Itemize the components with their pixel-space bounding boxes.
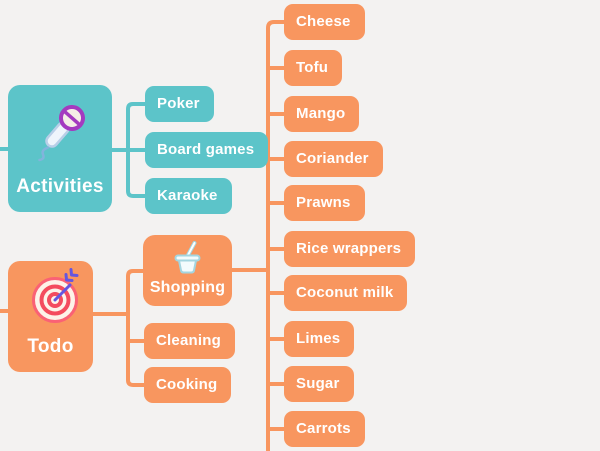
node-label: Cooking <box>156 376 218 393</box>
node-karaoke[interactable]: Karaoke <box>145 178 232 214</box>
node-label: Activities <box>16 176 104 197</box>
node-cleaning[interactable]: Cleaning <box>144 323 235 359</box>
node-cooking[interactable]: Cooking <box>144 367 232 403</box>
node-board-games[interactable]: Board games <box>145 132 269 168</box>
node-label: Coconut milk <box>296 284 394 301</box>
node-tofu[interactable]: Tofu <box>284 50 343 86</box>
node-label: Shopping <box>149 279 226 296</box>
node-label: Sugar <box>296 375 340 392</box>
node-label: Rice wrappers <box>296 240 402 257</box>
node-mango[interactable]: Mango <box>284 96 360 132</box>
node-label: Cheese <box>296 13 351 30</box>
node-coriander[interactable]: Coriander <box>284 141 383 177</box>
node-limes[interactable]: Limes <box>284 321 355 357</box>
node-label: Board games <box>157 141 255 158</box>
node-todo[interactable]: Todo <box>8 261 93 372</box>
node-label: Coriander <box>296 150 369 167</box>
node-label: Poker <box>157 95 200 112</box>
node-shopping[interactable]: Shopping <box>143 235 232 306</box>
target-icon <box>32 268 79 323</box>
node-label: Carrots <box>296 420 351 437</box>
node-label: Tofu <box>296 59 329 76</box>
node-prawns[interactable]: Prawns <box>284 185 365 221</box>
node-label: Prawns <box>296 194 351 211</box>
node-rice-wrappers[interactable]: Rice wrappers <box>284 231 416 267</box>
basket-icon <box>174 241 201 274</box>
node-label: Mango <box>296 105 346 122</box>
node-coconut-milk[interactable]: Coconut milk <box>284 275 408 311</box>
node-label: Todo <box>27 336 74 357</box>
node-label: Karaoke <box>157 187 218 204</box>
node-sugar[interactable]: Sugar <box>284 366 354 402</box>
microphone-icon <box>38 105 85 162</box>
node-label: Limes <box>296 330 341 347</box>
node-label: Cleaning <box>156 332 221 349</box>
node-activities[interactable]: Activities <box>8 85 112 212</box>
node-carrots[interactable]: Carrots <box>284 411 365 447</box>
node-poker[interactable]: Poker <box>145 86 214 122</box>
node-cheese[interactable]: Cheese <box>284 4 365 40</box>
